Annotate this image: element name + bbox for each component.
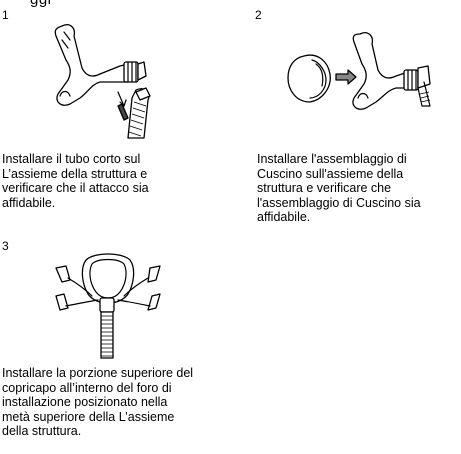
step-3-text: Installare la porzione superiore del cop… bbox=[2, 366, 194, 439]
headgear-frame-illustration bbox=[55, 253, 161, 359]
step-2-text: Installare l'assemblaggio di Cuscino sul… bbox=[257, 152, 421, 225]
step-1-text: Installare il tubo corto sul L’assieme d… bbox=[2, 152, 149, 210]
step-1-number: 1 bbox=[2, 8, 9, 22]
step-2-number: 2 bbox=[255, 8, 262, 22]
step-3-number: 3 bbox=[2, 239, 9, 253]
page-header-fragment: ggi bbox=[30, 0, 52, 8]
cushion-and-frame-illustration bbox=[287, 32, 431, 110]
frame-and-short-tube-illustration bbox=[54, 24, 151, 139]
